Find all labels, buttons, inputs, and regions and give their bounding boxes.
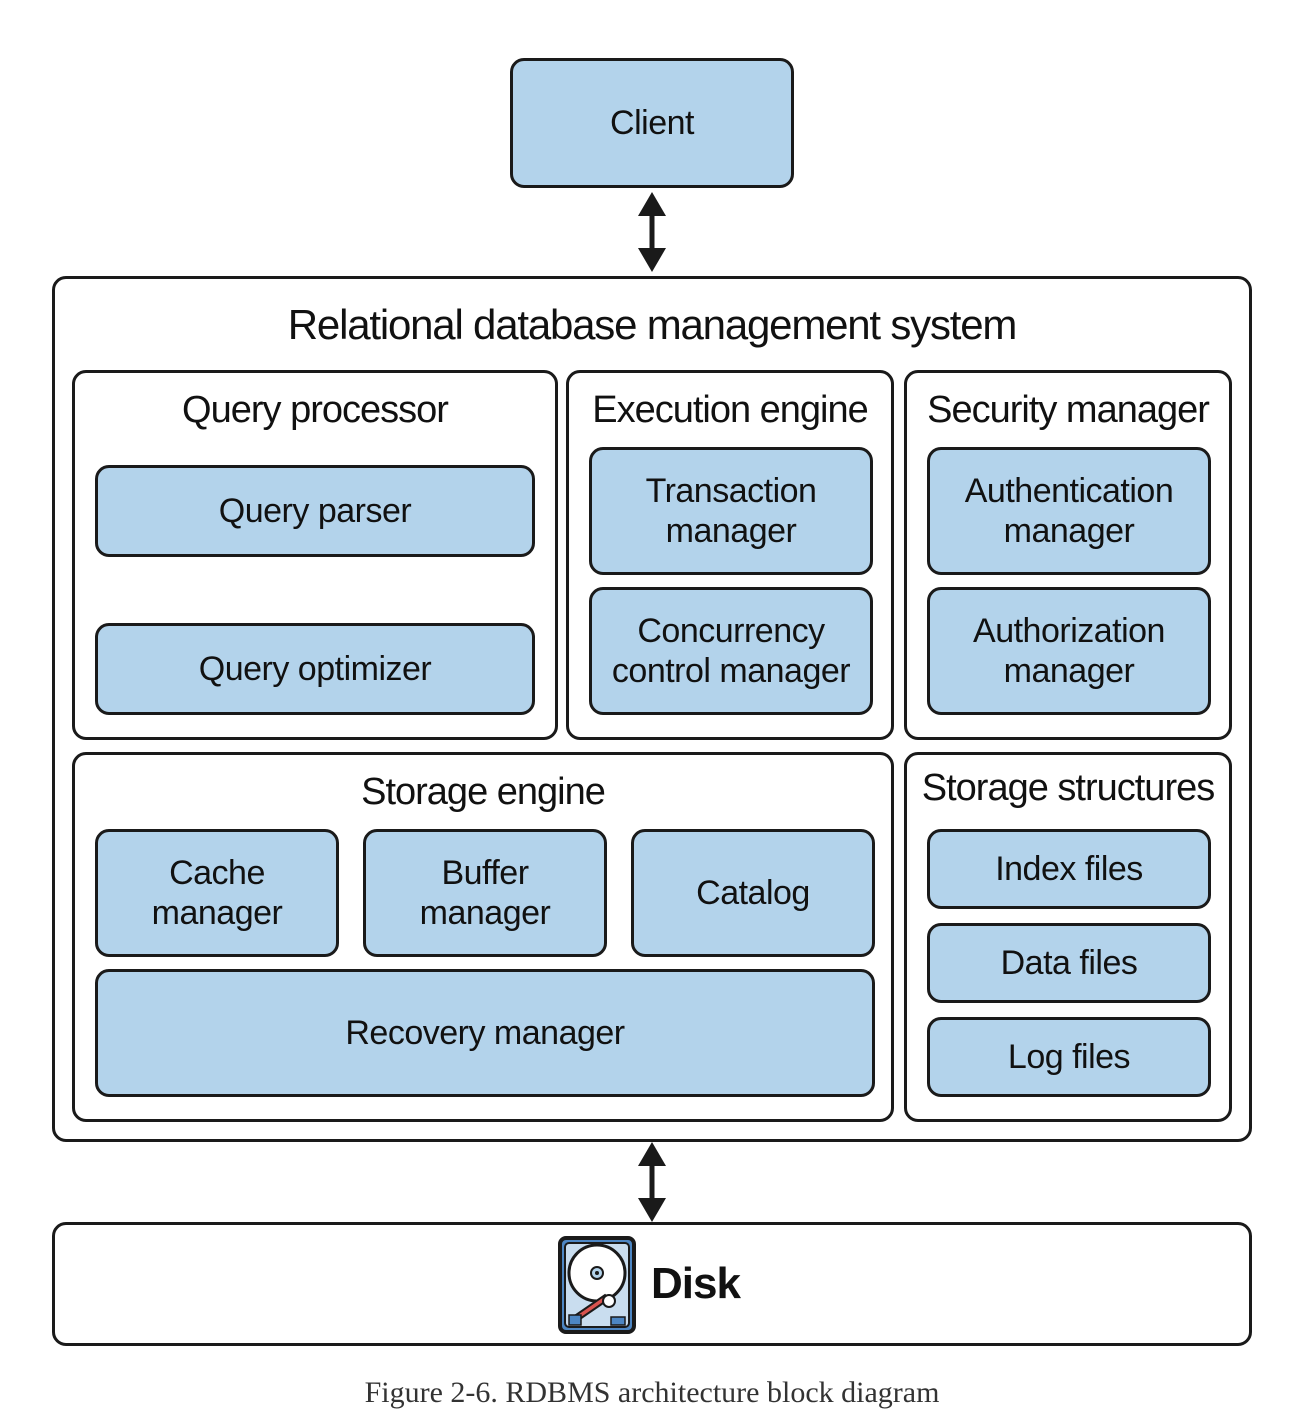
data-files-box: Data files (927, 923, 1211, 1003)
query-processor-title: Query processor (182, 389, 449, 431)
query-parser-box: Query parser (95, 465, 535, 557)
cache-manager-box: Cache manager (95, 829, 339, 957)
index-files-box: Index files (927, 829, 1211, 909)
catalog-box: Catalog (631, 829, 875, 957)
recovery-manager-box: Recovery manager (95, 969, 875, 1097)
query-optimizer-box: Query optimizer (95, 623, 535, 715)
catalog-label: Catalog (696, 874, 810, 912)
figure-caption: Figure 2-6. RDBMS architecture block dia… (364, 1376, 940, 1409)
authorization-manager-box: Authorization manager (927, 587, 1211, 715)
query-optimizer-label: Query optimizer (198, 650, 432, 688)
transaction-manager-box: Transaction manager (589, 447, 873, 575)
client-label: Client (610, 104, 694, 142)
disk-box: Disk (52, 1222, 1252, 1346)
log-files-box: Log files (927, 1017, 1211, 1097)
security-manager-title: Security manager (927, 389, 1210, 431)
security-manager-group: Security manager Authentication manager … (904, 370, 1232, 740)
concurrency-control-manager-label: Concurrency control manager (611, 612, 851, 690)
authorization-manager-label: Authorization manager (973, 612, 1165, 690)
storage-engine-group: Storage engine Cache manager Buffer mana… (72, 752, 894, 1122)
disk-label: Disk (651, 1259, 741, 1308)
hard-disk-icon (558, 1236, 636, 1334)
transaction-manager-label: Transaction manager (645, 472, 817, 550)
client-rdbms-arrow (638, 192, 666, 272)
rdbms-title: Relational database management system (287, 301, 1018, 348)
client-box: Client (510, 58, 794, 188)
index-files-label: Index files (995, 850, 1143, 888)
storage-engine-title: Storage engine (361, 771, 606, 813)
buffer-manager-box: Buffer manager (363, 829, 607, 957)
authentication-manager-label: Authentication manager (964, 472, 1174, 550)
cache-manager-label: Cache manager (151, 854, 283, 932)
query-processor-group: Query processor Query parser Query optim… (72, 370, 558, 740)
authentication-manager-box: Authentication manager (927, 447, 1211, 575)
recovery-manager-label: Recovery manager (345, 1014, 625, 1052)
concurrency-control-manager-box: Concurrency control manager (589, 587, 873, 715)
buffer-manager-label: Buffer manager (419, 854, 551, 932)
rdbms-disk-arrow (638, 1142, 666, 1222)
query-parser-label: Query parser (218, 492, 412, 530)
execution-engine-group: Execution engine Transaction manager Con… (566, 370, 894, 740)
storage-structures-title: Storage structures (921, 767, 1215, 809)
log-files-label: Log files (1007, 1038, 1131, 1076)
execution-engine-title: Execution engine (592, 389, 869, 431)
storage-structures-group: Storage structures Index files Data file… (904, 752, 1232, 1122)
data-files-label: Data files (1000, 944, 1138, 982)
